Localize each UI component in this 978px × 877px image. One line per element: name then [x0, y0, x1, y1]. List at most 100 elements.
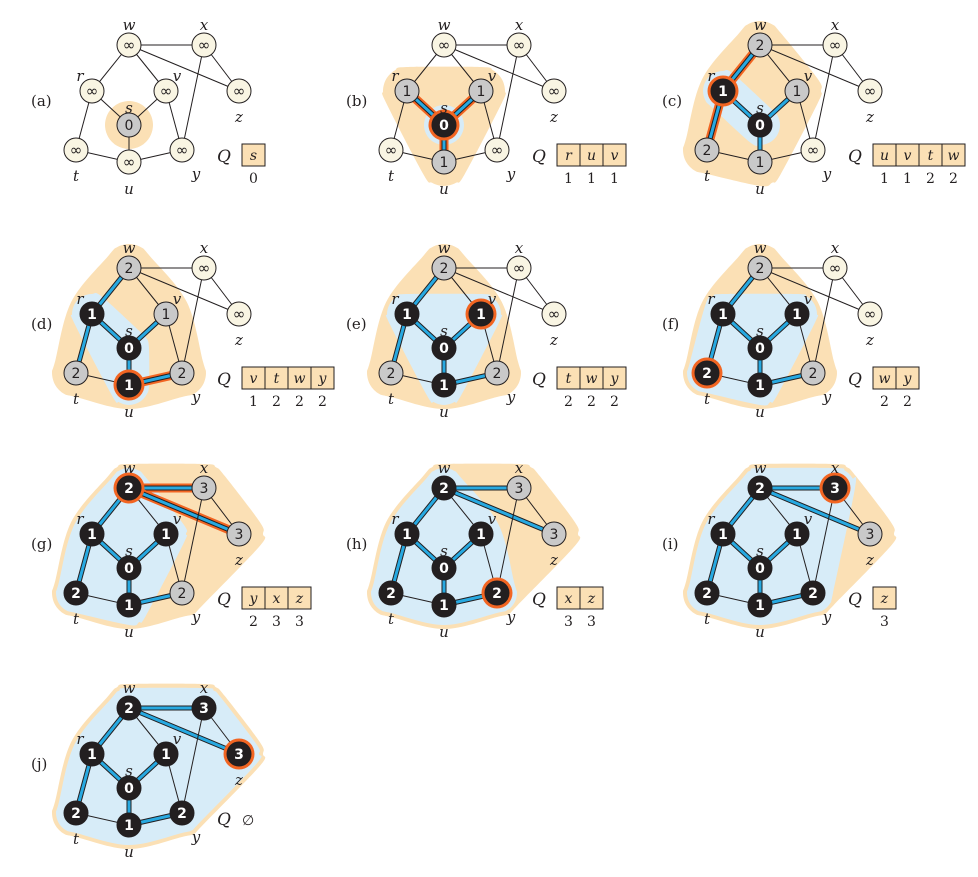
vertex-distance-z: 3 — [235, 527, 244, 543]
vertex-w — [116, 475, 142, 501]
vertex-x — [191, 475, 217, 501]
vertex-distance-r: 1 — [87, 527, 97, 543]
vertex-label-x: x — [831, 16, 840, 34]
queue-cell — [241, 143, 266, 167]
vertex-y — [800, 360, 826, 386]
tree-edge-w-z — [128, 706, 240, 756]
vertex-distance-t: 2 — [702, 586, 712, 602]
vertex-distance-s: 0 — [124, 781, 134, 797]
vertex-label-x: x — [515, 16, 524, 34]
queue-distance: 2 — [295, 394, 304, 410]
vertex-u — [116, 372, 142, 398]
queue-vertex: u — [587, 148, 596, 164]
vertex-distance-s: 0 — [124, 341, 134, 357]
vertex-distance-w: ∞ — [438, 36, 451, 54]
vertex-label-t: t — [704, 390, 711, 408]
vertex-label-u: u — [439, 623, 449, 641]
queue-vertex: u — [880, 148, 889, 164]
vertex-distance-w: 2 — [124, 701, 134, 717]
vertex-distance-z: ∞ — [548, 82, 561, 100]
edge-x-y — [496, 487, 520, 594]
queue-vertex: y — [249, 591, 259, 607]
vertex-distance-u: 1 — [755, 378, 765, 394]
queue-distance: 2 — [587, 394, 596, 410]
vertex-s — [431, 112, 457, 138]
queue-label: Q — [532, 147, 546, 167]
vertex-label-t: t — [73, 830, 80, 848]
queue-distance: 2 — [610, 394, 619, 410]
vertex-label-v: v — [173, 290, 182, 308]
vertex-distance-v: ∞ — [160, 82, 173, 100]
vertex-t — [378, 360, 404, 386]
queue-cell — [872, 586, 897, 610]
vertex-label-y: y — [822, 608, 832, 626]
vertex-distance-u: 1 — [124, 818, 134, 834]
queue-distance: 2 — [903, 394, 912, 410]
empty-queue: ∅ — [242, 813, 254, 829]
vertex-label-r: r — [391, 510, 399, 528]
vertex-u — [116, 592, 142, 618]
vertex-label-z: z — [234, 551, 243, 569]
vertex-y — [169, 360, 195, 386]
vertex-s — [116, 112, 142, 138]
panel-label: (g) — [31, 535, 52, 553]
vertex-label-u: u — [124, 403, 134, 421]
vertex-distance-v: 1 — [793, 84, 802, 100]
vertex-label-s: s — [440, 542, 448, 560]
vertex-label-v: v — [173, 510, 182, 528]
vertex-v — [153, 301, 179, 327]
vertex-label-u: u — [124, 180, 134, 198]
vertex-x — [506, 475, 532, 501]
queue-cell — [602, 143, 627, 167]
queue-cell — [941, 143, 966, 167]
vertex-label-y: y — [506, 608, 516, 626]
vertex-label-t: t — [388, 610, 395, 628]
vertex-x — [822, 475, 848, 501]
vertex-distance-r: 1 — [718, 307, 728, 323]
vertex-label-x: x — [515, 239, 524, 257]
vertex-x — [191, 255, 217, 281]
vertex-label-x: x — [200, 459, 209, 477]
queue-vertex: w — [294, 371, 306, 387]
vertex-y — [484, 360, 510, 386]
vertex-r — [710, 78, 736, 104]
vertex-t — [378, 137, 404, 163]
vertex-label-t: t — [73, 390, 80, 408]
queue-distance: 2 — [318, 394, 327, 410]
vertex-distance-r: 1 — [87, 307, 97, 323]
vertex-distance-u: 1 — [124, 378, 134, 394]
vertex-label-r: r — [391, 290, 399, 308]
vertex-distance-t: 2 — [72, 366, 81, 382]
queue-vertex: z — [587, 591, 596, 607]
vertex-u — [431, 149, 457, 175]
vertex-label-w: w — [123, 16, 136, 34]
vertex-distance-w: 2 — [124, 481, 134, 497]
visited-region — [370, 468, 518, 625]
queue-vertex: x — [565, 591, 573, 607]
vertex-label-y: y — [191, 608, 201, 626]
vertex-distance-s: 0 — [755, 341, 765, 357]
vertex-distance-v: 1 — [161, 747, 171, 763]
vertex-y — [484, 580, 510, 606]
vertex-distance-x: ∞ — [198, 259, 211, 277]
queue-label: Q — [217, 370, 231, 390]
queue-cell — [602, 366, 627, 390]
vertex-r — [79, 521, 105, 547]
vertex-t — [63, 580, 89, 606]
vertex-distance-v: 1 — [476, 307, 486, 323]
vertex-v — [784, 78, 810, 104]
vertex-z — [541, 301, 567, 327]
vertex-r — [79, 301, 105, 327]
vertex-label-s: s — [756, 542, 764, 560]
vertex-label-t: t — [704, 167, 711, 185]
vertex-label-v: v — [804, 290, 813, 308]
vertex-x — [191, 695, 217, 721]
queue-label: Q — [848, 370, 862, 390]
panel-label: (b) — [346, 92, 367, 110]
vertex-label-r: r — [76, 510, 84, 528]
vertex-distance-u: 1 — [755, 598, 765, 614]
